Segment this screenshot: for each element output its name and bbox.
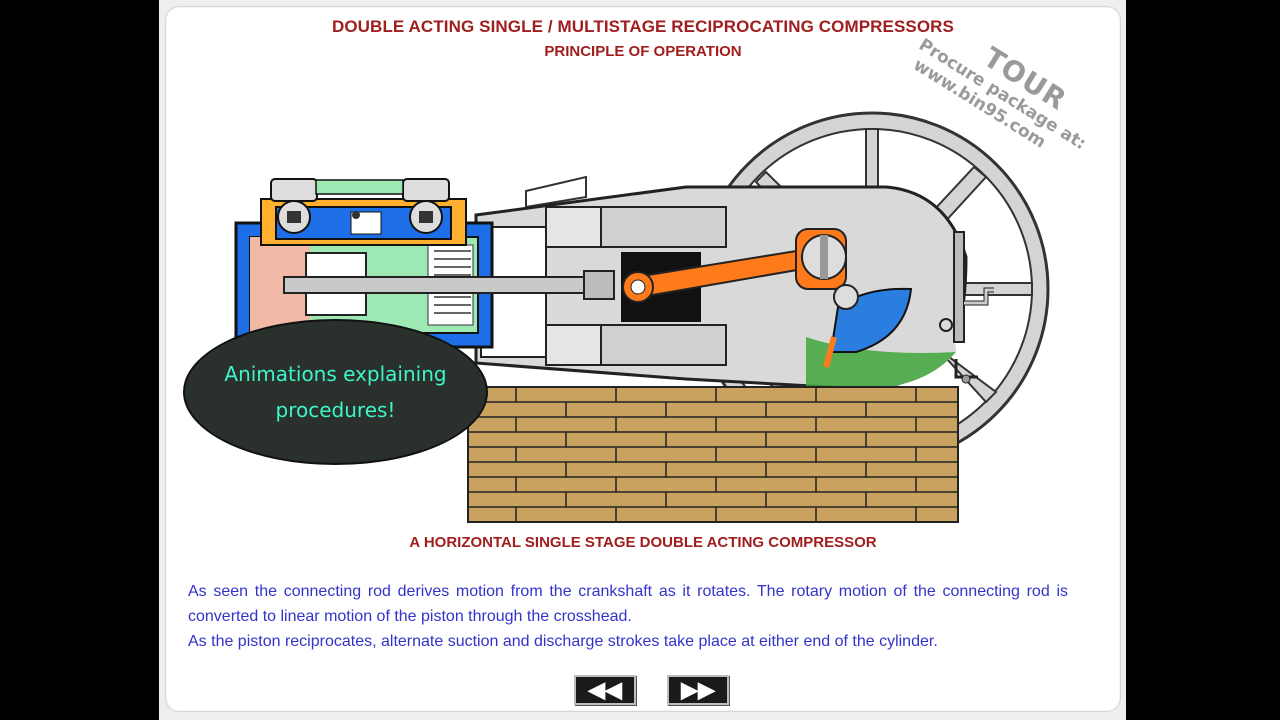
previous-button[interactable]: ◀◀ <box>574 675 636 705</box>
page-subtitle: PRINCIPLE OF OPERATION <box>544 43 742 60</box>
next-button[interactable]: ▶▶ <box>667 675 729 705</box>
brick-foundation <box>467 386 959 523</box>
page-title: DOUBLE ACTING SINGLE / MULTISTAGE RECIPR… <box>331 17 954 36</box>
fast-forward-icon: ▶▶ <box>681 677 715 702</box>
description-paragraph: As seen the connecting rod derives motio… <box>188 583 1068 625</box>
description-paragraph: As the piston reciprocates, alternate su… <box>188 633 938 650</box>
content-panel: DOUBLE ACTING SINGLE / MULTISTAGE RECIPR… <box>165 6 1121 712</box>
crank <box>823 284 913 368</box>
piston-rod <box>283 270 615 300</box>
rewind-icon: ◀◀ <box>588 677 622 702</box>
callout-bubble: Animations explaining procedures! <box>183 319 488 465</box>
compressor-diagram <box>234 111 1050 523</box>
callout-text: Animations explaining procedures! <box>224 362 447 422</box>
diagram-caption: A HORIZONTAL SINGLE STAGE DOUBLE ACTING … <box>409 534 877 551</box>
description-text: As seen the connecting rod derives motio… <box>188 579 1068 654</box>
discharge-valve <box>402 178 450 234</box>
suction-valve <box>270 178 318 234</box>
connecting-rod <box>622 228 847 303</box>
